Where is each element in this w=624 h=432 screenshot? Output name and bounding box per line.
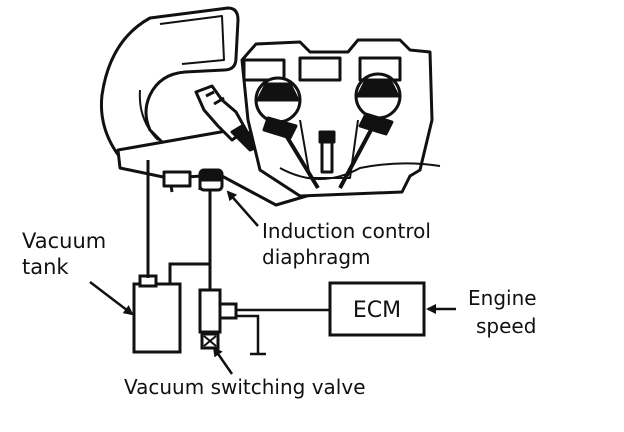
leader-arrows	[89, 190, 456, 375]
vacuum-tank-arrow	[89, 281, 134, 316]
induction-label-line1: Induction control	[262, 219, 431, 243]
ecm-box: ECM	[328, 281, 426, 337]
engine-speed-label-line1: Engine	[468, 286, 537, 310]
cylinder-head	[240, 38, 441, 198]
vacuum-tank-label-line2: tank	[22, 255, 69, 279]
ecm-label: ECM	[353, 298, 401, 323]
vacuum-hoses	[146, 160, 212, 290]
induction-label-line2: diaphragm	[262, 245, 371, 269]
induction-diaphragm-arrow	[226, 190, 259, 227]
valve-arrow	[212, 346, 234, 375]
intake-elbow	[99, 6, 240, 162]
vacuum-tank-label-line1: Vacuum	[22, 229, 106, 253]
induction-control-diaphragm	[198, 168, 224, 192]
vacuum-switching-valve-label: Vacuum switching valve	[124, 375, 366, 399]
vacuum-switching-valve	[198, 288, 238, 350]
wiring	[236, 308, 330, 356]
engine-speed-label-line2: speed	[476, 314, 536, 338]
vacuum-tank	[132, 274, 182, 354]
